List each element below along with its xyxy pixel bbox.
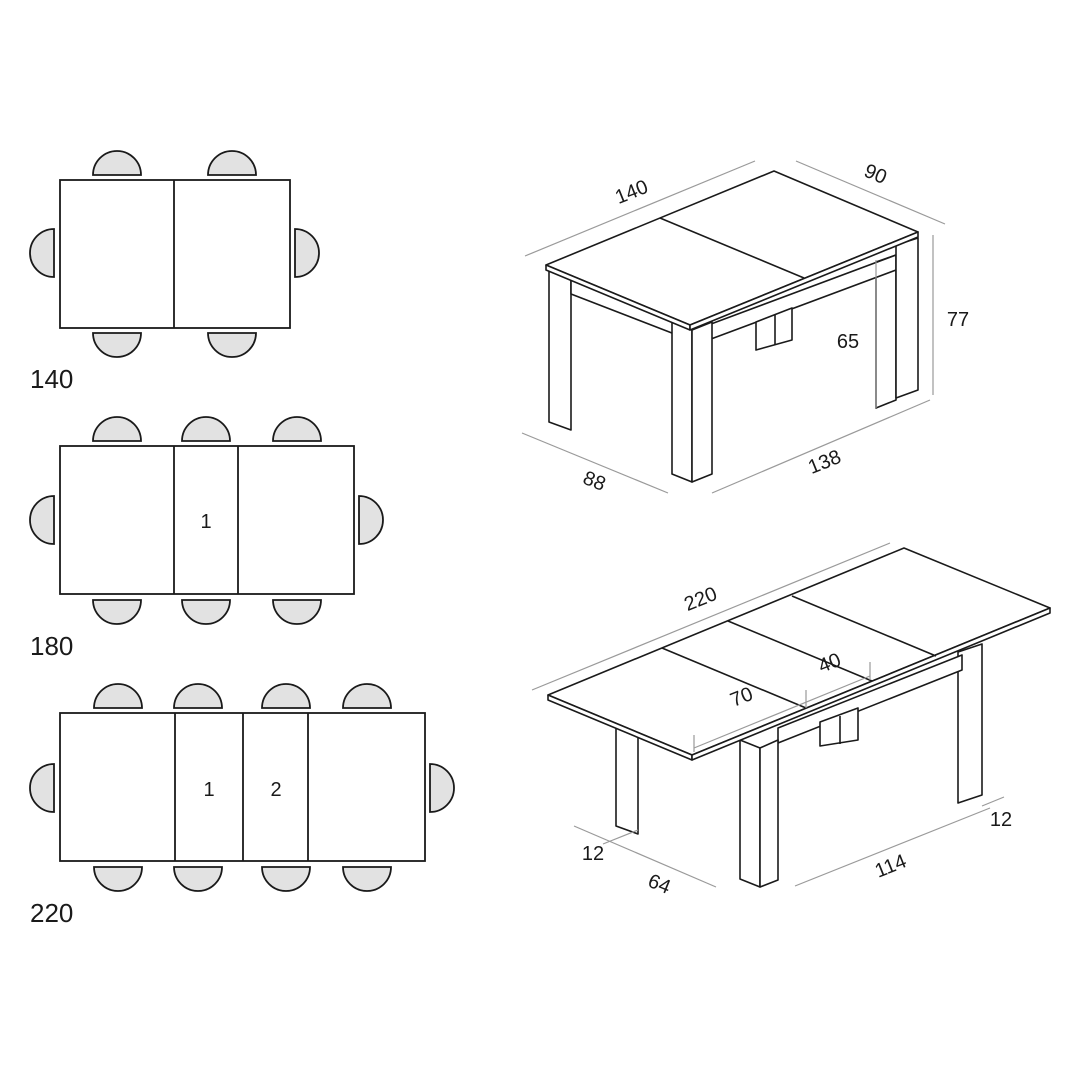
table-split-line xyxy=(727,620,873,682)
chair-icon xyxy=(29,763,55,813)
chair-icon xyxy=(92,599,142,625)
chair-icon xyxy=(92,332,142,358)
table-leg xyxy=(759,739,779,888)
chair-icon xyxy=(181,416,231,442)
table-leg xyxy=(548,269,572,431)
chair-icon xyxy=(272,416,322,442)
table-mechanism xyxy=(755,307,793,351)
chair-icon xyxy=(93,866,143,892)
table-split-line xyxy=(791,595,937,657)
chair-icon xyxy=(207,150,257,176)
table-top-plan xyxy=(59,179,291,329)
chair-icon xyxy=(181,599,231,625)
plan-size-label: 180 xyxy=(30,631,73,661)
dim-base-length: 114 xyxy=(872,850,910,882)
chair-icon xyxy=(92,150,142,176)
extended-dimension-lines xyxy=(531,542,1005,888)
chair-icon xyxy=(29,495,55,545)
dim-top-length: 140 xyxy=(612,176,651,209)
dim-base-depth: 64 xyxy=(645,870,674,899)
table-leg xyxy=(671,321,693,483)
plan-180 xyxy=(29,416,384,625)
chair-icon xyxy=(261,866,311,892)
chair-icon xyxy=(294,228,320,278)
dim-height: 77 xyxy=(947,309,969,331)
table-leg xyxy=(957,643,983,804)
extended-table-drawing xyxy=(547,547,1051,888)
table-leg xyxy=(691,321,713,483)
chair-icon xyxy=(342,683,392,709)
table-top-plan xyxy=(59,445,355,595)
plan-size-label: 220 xyxy=(30,898,73,928)
chair-icon xyxy=(29,228,55,278)
chair-icon xyxy=(173,866,223,892)
table-split-line xyxy=(659,217,805,279)
chair-icon xyxy=(358,495,384,545)
table-leg xyxy=(615,727,639,835)
plan-220 xyxy=(29,683,455,892)
chair-icon xyxy=(207,332,257,358)
dim-top-width: 90 xyxy=(861,160,890,189)
chair-icon xyxy=(272,599,322,625)
leaf-number: 1 xyxy=(203,779,214,801)
dim-clearance: 65 xyxy=(837,331,859,353)
plan-size-label: 140 xyxy=(30,364,73,394)
dim-leg-front: 12 xyxy=(582,843,604,865)
leaf-number: 1 xyxy=(200,511,211,533)
table-leg xyxy=(895,237,919,399)
dim-top-length: 220 xyxy=(681,583,720,616)
dim-base-depth: 88 xyxy=(580,467,609,496)
dim-leg-right: 12 xyxy=(990,809,1012,831)
table-leg xyxy=(739,739,761,888)
table-top-edge xyxy=(691,607,1051,761)
table-mechanism xyxy=(819,707,859,747)
closed-dimension-lines xyxy=(521,160,946,494)
plan-140 xyxy=(29,150,320,358)
chair-icon xyxy=(173,683,223,709)
chair-icon xyxy=(261,683,311,709)
table-split-line xyxy=(661,647,807,709)
chair-icon xyxy=(93,683,143,709)
chair-icon xyxy=(92,416,142,442)
chair-icon xyxy=(429,763,455,813)
closed-table-drawing xyxy=(545,170,919,483)
leaf-number: 2 xyxy=(270,779,281,801)
table-leg xyxy=(875,254,897,409)
table-top-edge xyxy=(689,231,919,331)
chair-icon xyxy=(342,866,392,892)
